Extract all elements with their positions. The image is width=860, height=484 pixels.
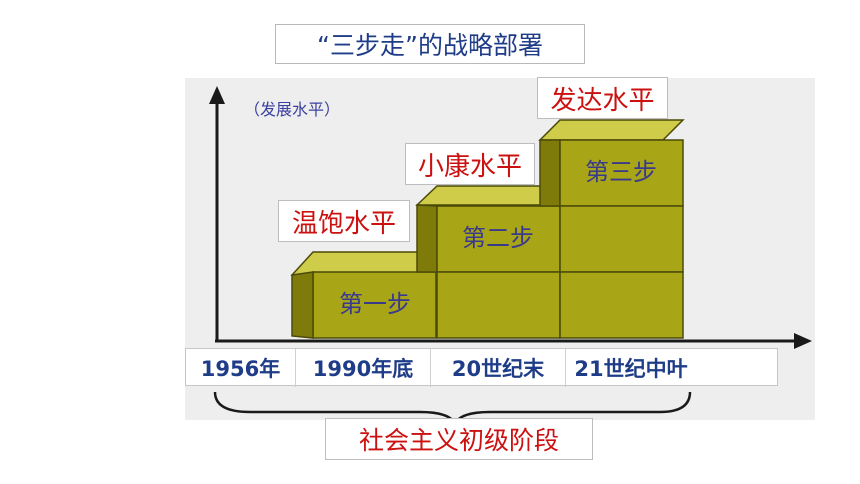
step-2-label: 第二步 <box>462 224 534 252</box>
step-2-block <box>415 185 562 339</box>
step-3-label: 第三步 <box>585 158 657 186</box>
x-axis-arrow <box>794 333 812 349</box>
year-20th-century-end: 20世纪末 <box>431 349 566 387</box>
level-label-moderate: 小康水平 <box>405 143 535 185</box>
year-21st-century-mid: 21世纪中叶 <box>574 357 688 381</box>
y-axis-label: （发展水平） <box>244 100 341 119</box>
diagram-title: “三步走”的战略部署 <box>275 24 585 64</box>
y-axis-arrow <box>209 86 225 104</box>
step-1-block <box>290 251 438 339</box>
step-3-block <box>538 119 685 339</box>
level-label-subsistence: 温饱水平 <box>278 200 410 242</box>
stage-label: 社会主义初级阶段 <box>325 418 593 460</box>
level-label-developed: 发达水平 <box>537 77 668 119</box>
step-1-label: 第一步 <box>339 290 411 318</box>
year-strip: 1956年 1990年底 20世纪末 21世纪中叶 <box>185 348 778 387</box>
year-1990: 1990年底 <box>296 349 431 387</box>
year-1956: 1956年 <box>186 349 296 387</box>
